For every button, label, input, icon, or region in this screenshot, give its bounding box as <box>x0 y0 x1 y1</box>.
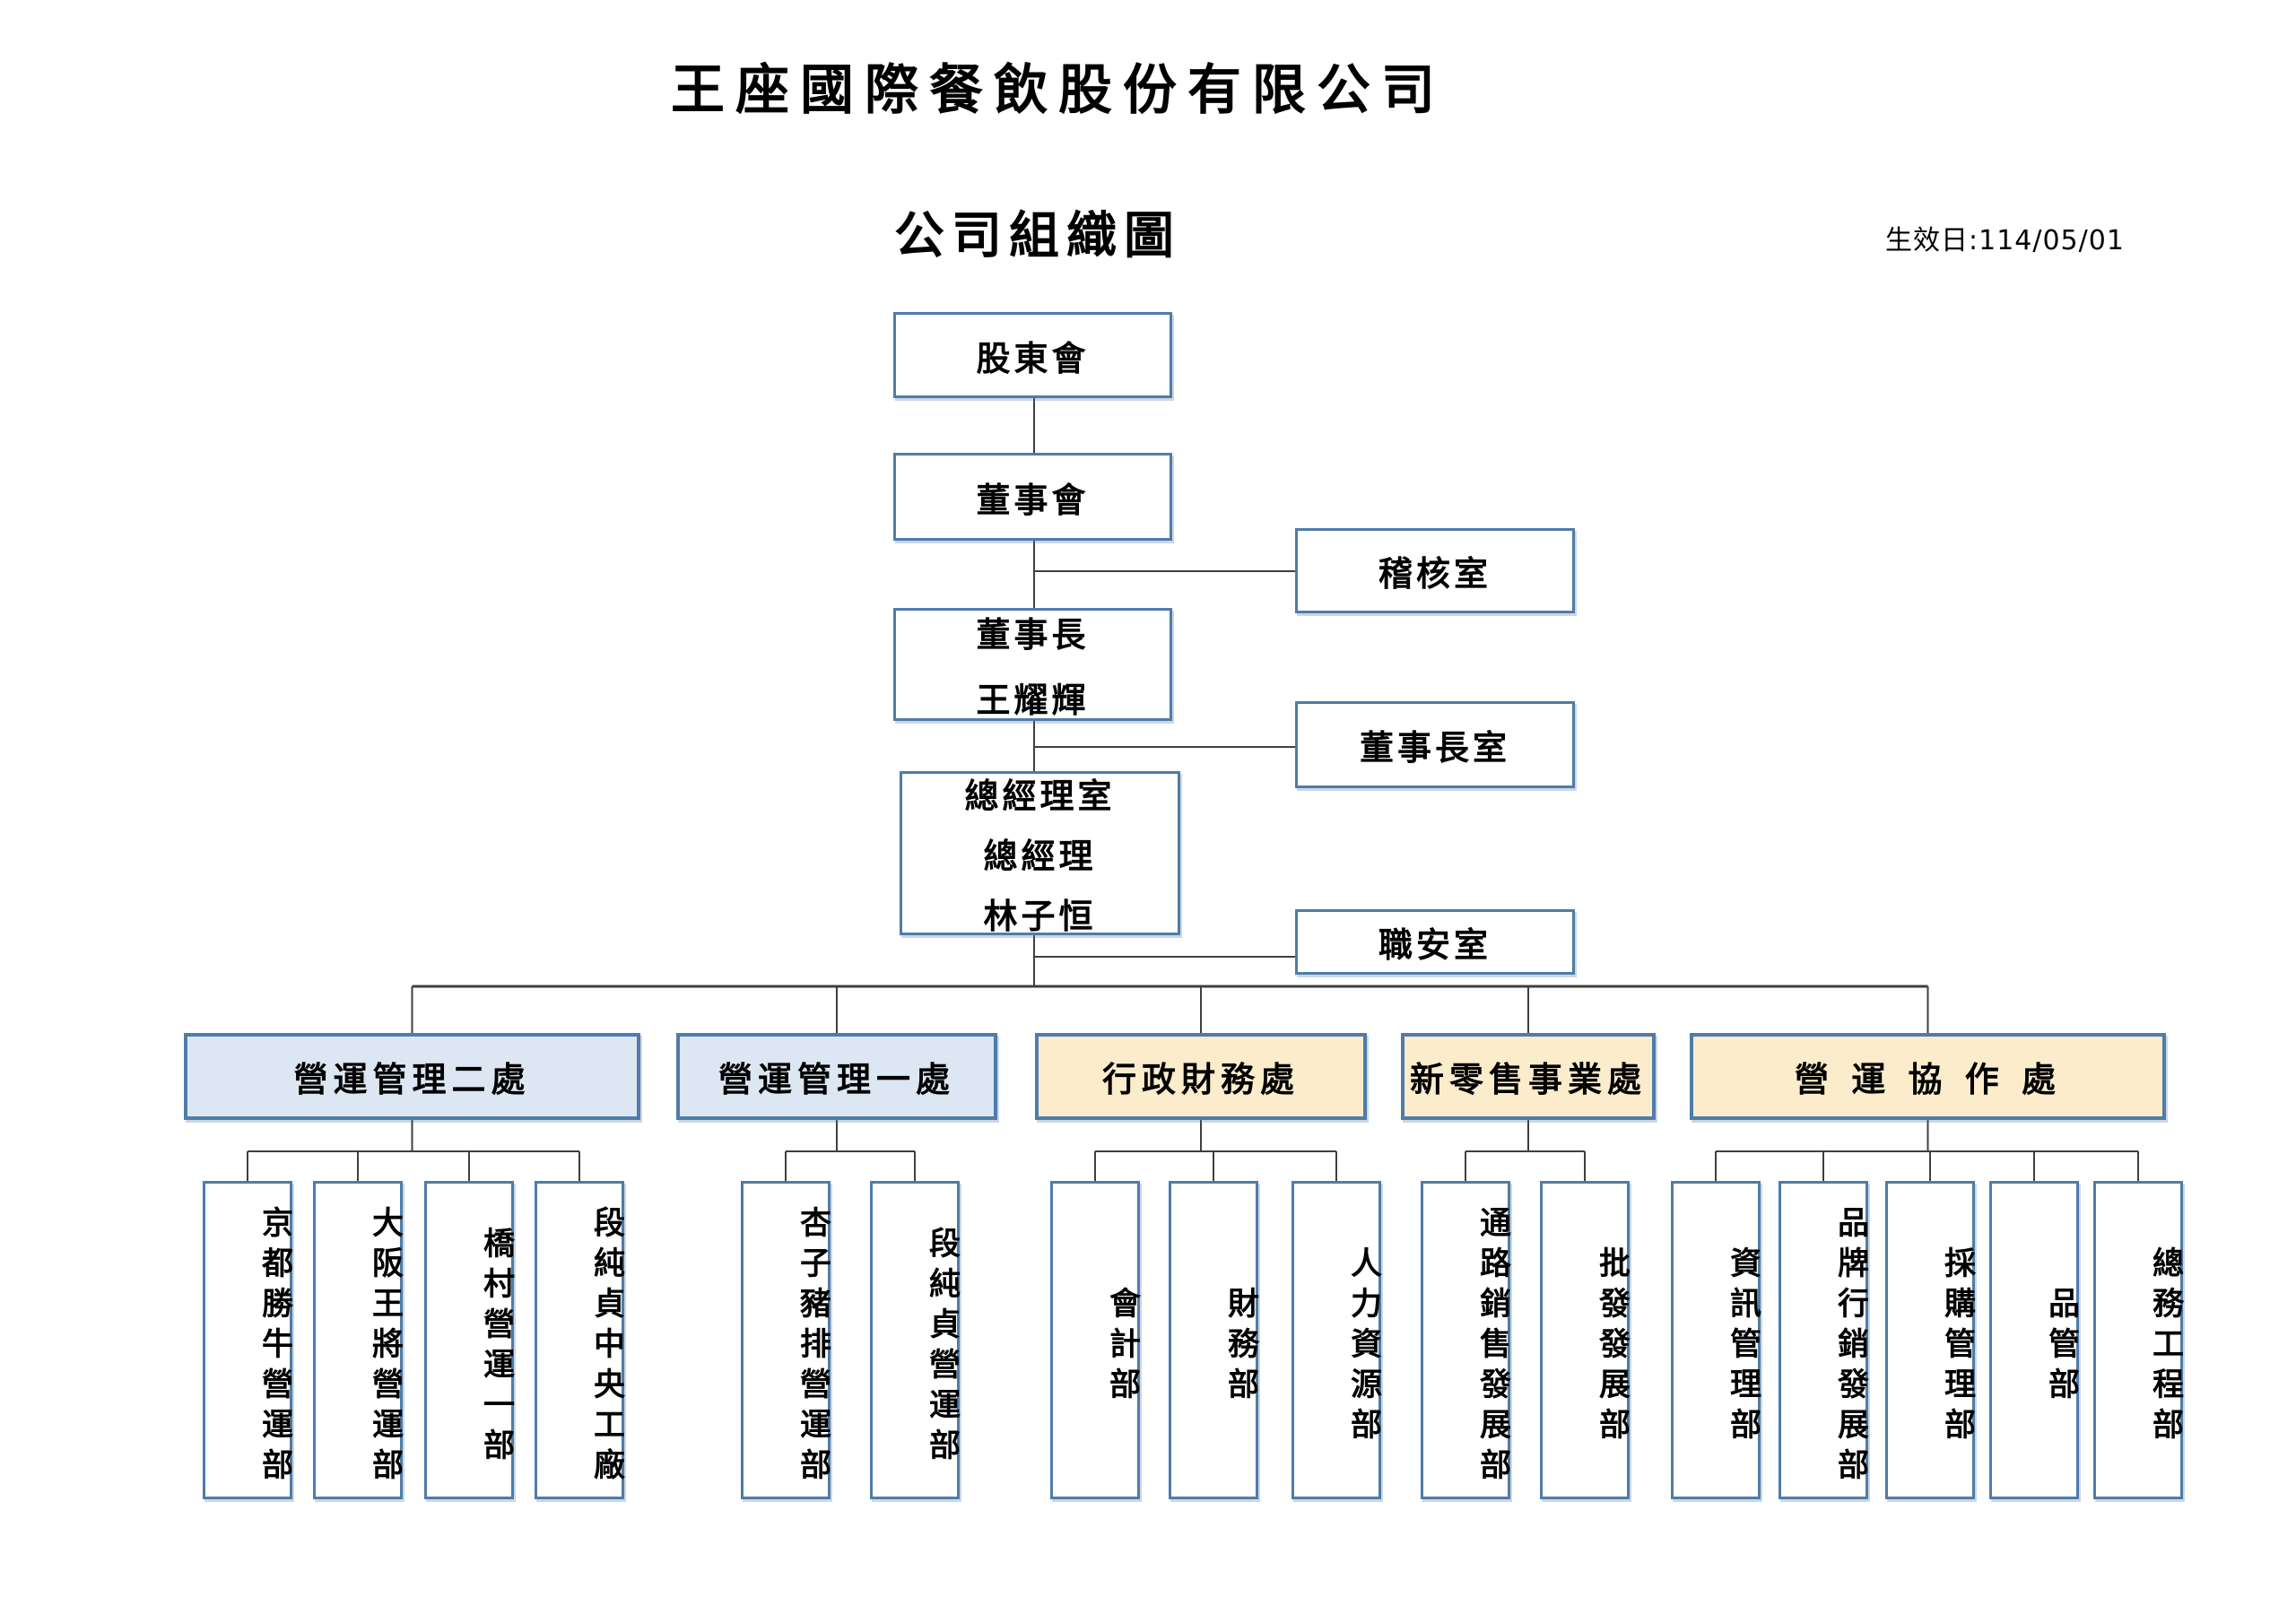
org-node-department: 採購管理部 <box>1885 1181 1975 1499</box>
org-node-operations-management-division-2: 營運管理二處 <box>184 1033 640 1120</box>
org-node-department: 品管部 <box>1989 1181 2079 1499</box>
org-node-department: 會計部 <box>1050 1181 1140 1499</box>
org-node-department: 段純貞中央工廠 <box>535 1181 624 1499</box>
org-node-label: 行政財務處 <box>1101 1060 1300 1099</box>
org-node-operations-collaboration-division: 營 運 協 作 處 <box>1690 1033 2166 1120</box>
org-node-label: 董事會 <box>976 480 1090 520</box>
org-node-label: 股東會 <box>976 338 1090 378</box>
org-node-label: 職安室 <box>1378 925 1492 965</box>
org-node-label: 營運管理一處 <box>718 1060 955 1099</box>
org-node-audit-office: 稽核室 <box>1295 528 1575 613</box>
org-node-label: 營運管理二處 <box>293 1060 531 1099</box>
chart-title: 公司組織圖 <box>894 207 1181 265</box>
org-node-chairman-office: 董事長室 <box>1295 701 1575 788</box>
org-node-admin-finance-division: 行政財務處 <box>1035 1033 1367 1120</box>
org-node-chairman: 董事長王耀輝 <box>893 608 1172 721</box>
org-node-department: 大阪王將營運部 <box>313 1181 403 1499</box>
org-node-label: 總經理 <box>983 837 1097 876</box>
org-node-department: 財務部 <box>1169 1181 1258 1499</box>
org-node-department: 杏子豬排營運部 <box>741 1181 831 1499</box>
org-node-shareholders-meeting: 股東會 <box>893 312 1172 398</box>
org-node-general-manager-office: 總經理室總經理林子恒 <box>900 771 1180 936</box>
org-node-label: 新零售事業處 <box>1409 1060 1647 1099</box>
org-node-occupational-safety-office: 職安室 <box>1295 909 1575 975</box>
company-title: 王座國際餐飲股份有限公司 <box>671 59 1446 122</box>
org-node-department: 批發發展部 <box>1540 1181 1630 1499</box>
org-node-department: 總務工程部 <box>2093 1181 2183 1499</box>
org-node-label: 總經理室 <box>964 777 1116 816</box>
org-node-label: 稽核室 <box>1378 554 1492 594</box>
org-node-label: 董事長室 <box>1359 728 1510 768</box>
org-node-department: 通路銷售發展部 <box>1421 1181 1510 1499</box>
org-node-department: 段純貞營運部 <box>870 1181 960 1499</box>
org-node-label: 董事長 <box>976 615 1090 655</box>
org-node-department: 資訊管理部 <box>1671 1181 1761 1499</box>
org-node-department: 人力資源部 <box>1292 1181 1381 1499</box>
org-node-department: 京都勝牛營運部 <box>203 1181 292 1499</box>
org-node-label: 營 運 協 作 處 <box>1795 1060 2061 1099</box>
org-node-department: 品牌行銷發展部 <box>1779 1181 1868 1499</box>
org-node-operations-management-division-1: 營運管理一處 <box>676 1033 997 1120</box>
org-node-label: 林子恒 <box>983 897 1097 936</box>
org-node-new-retail-business-division: 新零售事業處 <box>1401 1033 1656 1120</box>
org-node-label: 王耀輝 <box>976 681 1090 720</box>
effective-date: 生效日:114/05/01 <box>1885 225 2125 256</box>
org-node-department: 橋村營運一部 <box>424 1181 514 1499</box>
org-node-board-of-directors: 董事會 <box>893 453 1172 541</box>
